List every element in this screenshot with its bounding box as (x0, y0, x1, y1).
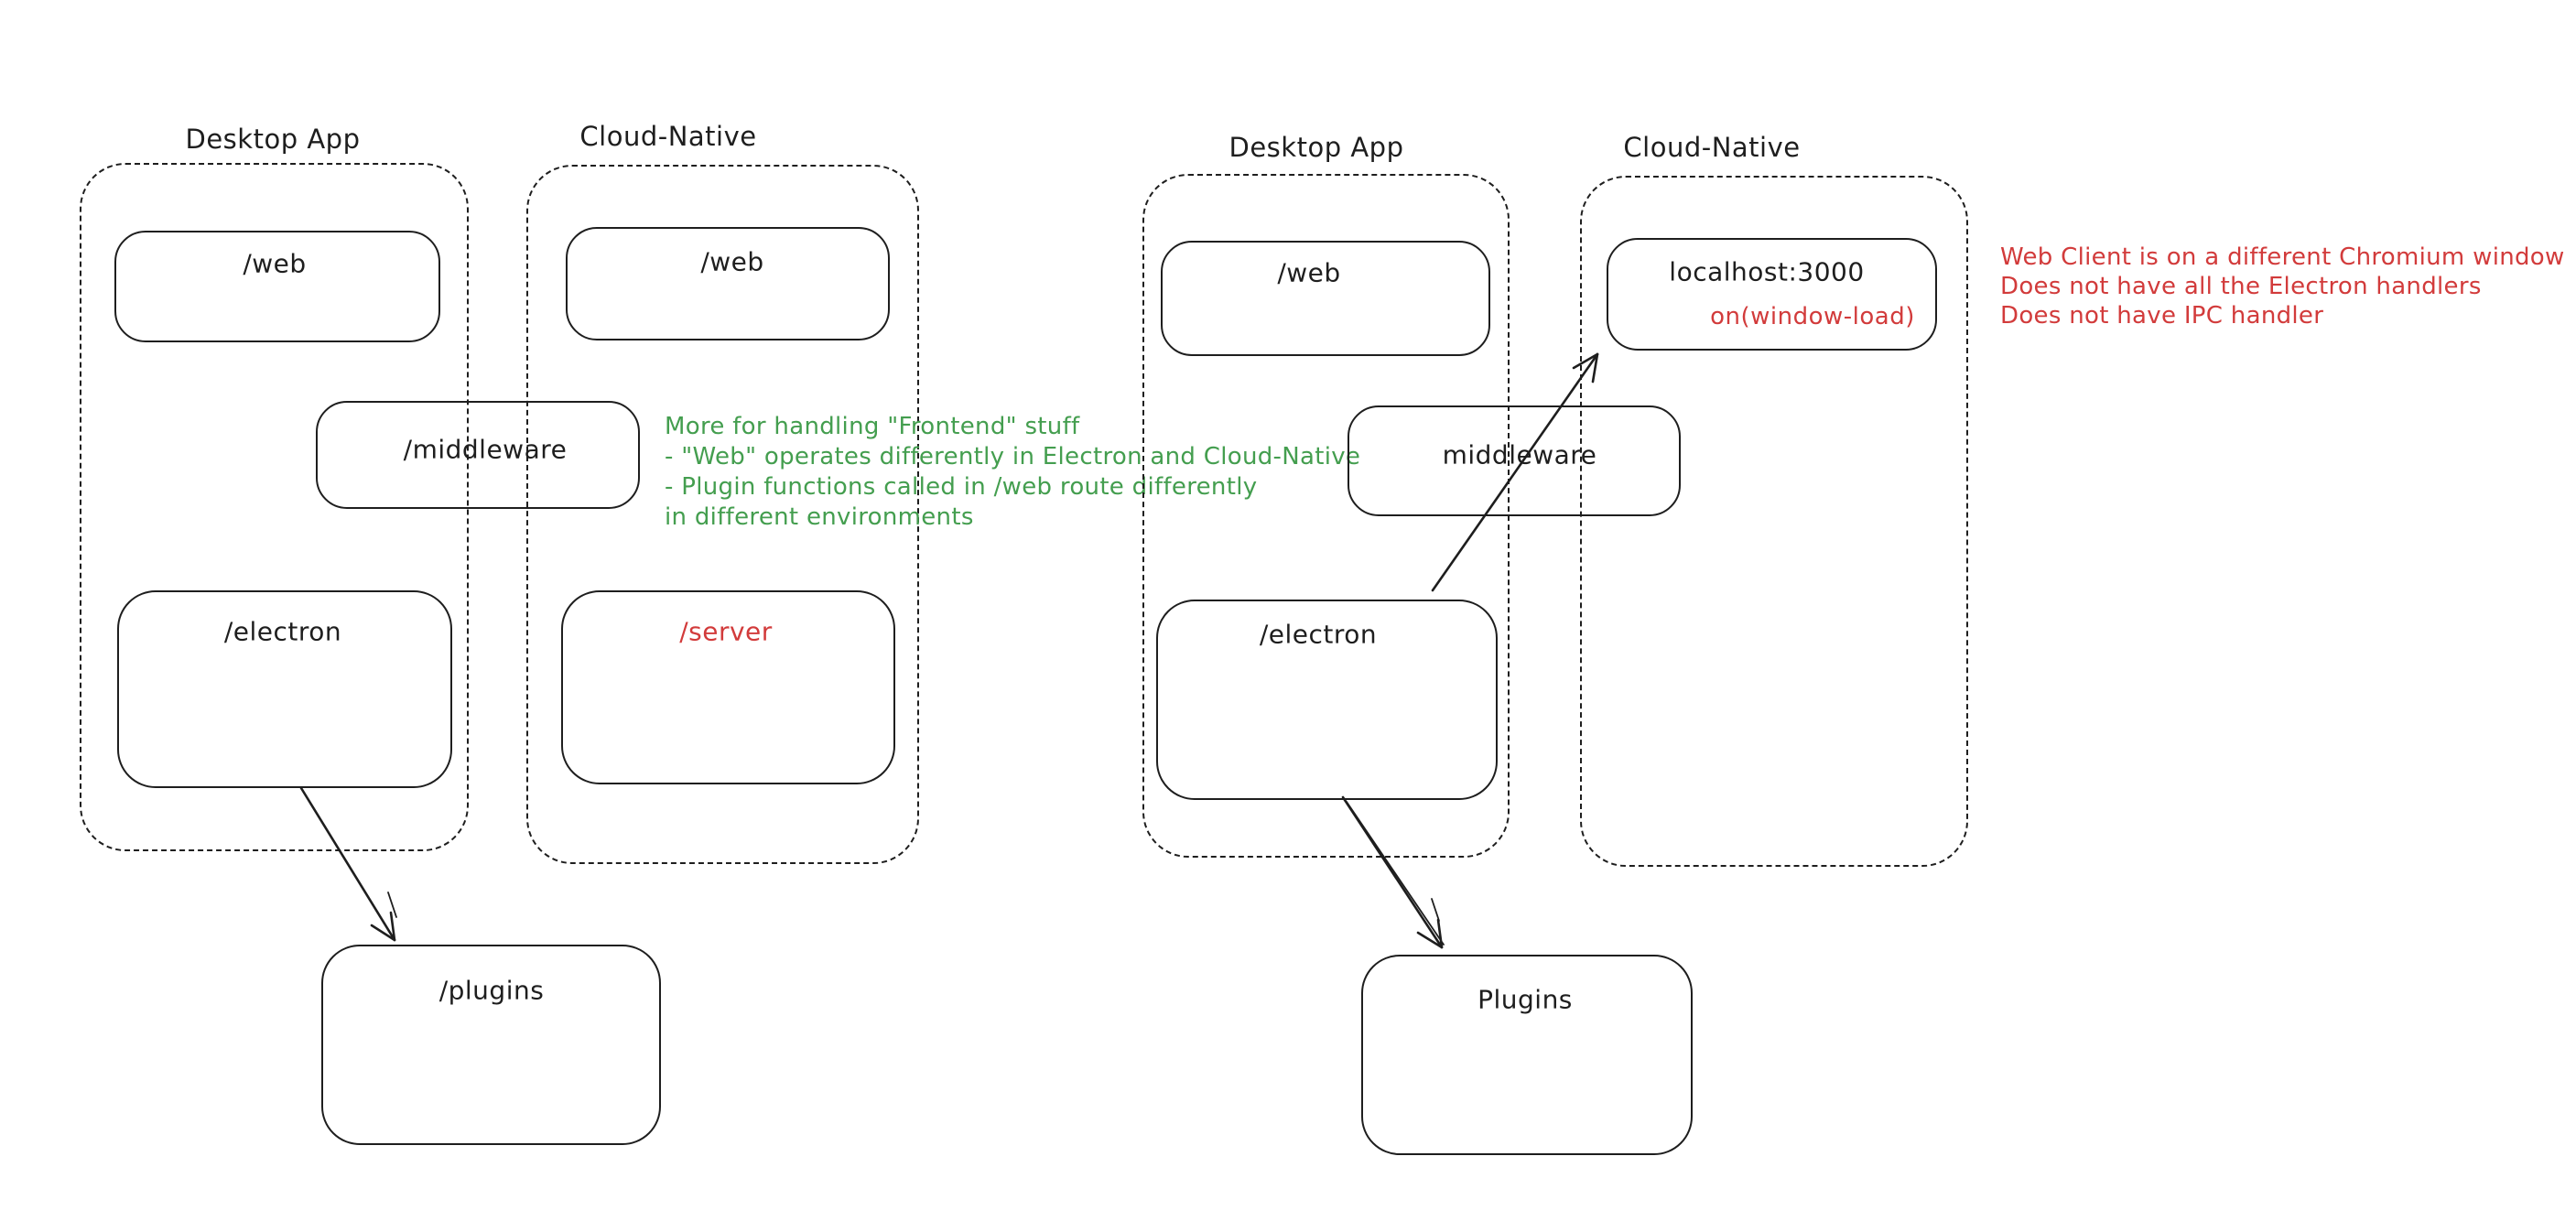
left-cloud-web-label: /web (700, 246, 764, 277)
right-plugins-label: Plugins (1477, 984, 1573, 1015)
right-web-box (1161, 241, 1490, 356)
left-cloud-web-box (566, 227, 890, 340)
left-cloud-native-container (526, 165, 919, 864)
red-note-line: Does not have all the Electron handlers (2000, 273, 2482, 300)
left-electron-label: /electron (223, 616, 342, 647)
left-plugins-label: /plugins (438, 975, 545, 1006)
right-red-note: Web Client is on a different Chromium wi… (2000, 243, 2565, 330)
left-desktop-web-box (114, 231, 440, 342)
left-middleware-label: /middleware (403, 434, 568, 465)
left-plugins-box (321, 945, 661, 1145)
green-note-line: in different environments (665, 503, 974, 531)
left-desktop-web-label: /web (243, 248, 307, 279)
right-electron-label: /electron (1259, 619, 1378, 650)
right-plugins-box (1361, 955, 1693, 1155)
right-desktop-app-title: Desktop App (1228, 132, 1404, 163)
left-middleware-box (316, 401, 640, 509)
right-cloud-native-title: Cloud-Native (1623, 132, 1801, 163)
left-electron-box (117, 590, 452, 788)
right-web-label: /web (1277, 257, 1341, 288)
left-cloud-native-title: Cloud-Native (579, 121, 757, 152)
right-window-load-label: on(window-load) (1710, 303, 1915, 330)
green-note-line: More for handling "Frontend" stuff (665, 413, 1080, 440)
green-note-line: - Plugin functions called in /web route … (665, 473, 1258, 501)
red-note-line: Web Client is on a different Chromium wi… (2000, 243, 2565, 271)
right-localhost-label: localhost:3000 (1669, 256, 1865, 287)
left-server-label: /server (679, 616, 773, 647)
left-green-note: More for handling "Frontend" stuff - "We… (665, 412, 1360, 533)
green-note-line: - "Web" operates differently in Electron… (665, 443, 1361, 470)
right-middleware-label: middleware (1442, 439, 1597, 470)
right-localhost-box (1607, 238, 1937, 351)
red-note-line: Does not have IPC handler (2000, 302, 2324, 330)
left-server-box (561, 590, 895, 784)
right-electron-box (1156, 600, 1498, 800)
left-desktop-app-title: Desktop App (185, 124, 361, 155)
